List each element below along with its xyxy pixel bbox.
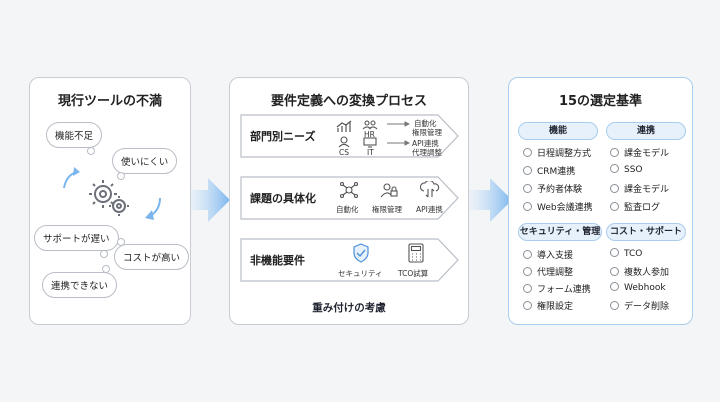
up-curve-arrow-icon (63, 167, 80, 189)
down-curve-arrow-icon (145, 197, 161, 220)
bubble-high-cost: コストが高い (114, 238, 190, 270)
criterion-item: 複数人参加 (610, 265, 669, 278)
item-automation: 自動化 (336, 205, 359, 214)
group-integration-header: 連携 (606, 122, 686, 140)
criterion-item: CRM連携 (523, 164, 575, 177)
automation-network-icon (340, 182, 358, 198)
row1-label: 部門別ニーズ (250, 130, 316, 143)
check-circle-icon (523, 166, 532, 175)
bubble-cannot-integrate: 連携できない (42, 265, 118, 298)
cloud-sync-icon (420, 181, 440, 198)
item-security: セキュリティ (338, 269, 383, 278)
check-circle-icon (610, 301, 619, 310)
criterion-item: SSO (610, 164, 643, 175)
group-security-header: セキュリティ・管理 (518, 223, 602, 241)
bubble-slow-support: サポートが遅い (34, 225, 119, 258)
criterion-item: TCO (610, 248, 642, 259)
row-problem-specification: 課題の具体化 自動化 権限管理 API連携 (240, 176, 460, 220)
user-lock-icon (380, 183, 398, 198)
panel3-title: 15の選定基準 (558, 94, 643, 109)
criterion-item: 課金モデル (610, 146, 669, 159)
output-permission: 権限管理 (412, 128, 442, 137)
flow-arrow-2 (456, 178, 512, 222)
row-non-functional: 非機能要件 セキュリティ TCO試算 (240, 238, 460, 282)
requirements-conversion-panel: 要件定義への変換プロセス 部門別ニーズ HR CS IT 自動化 (229, 77, 469, 325)
bubble-hard-to-use: 使いにくい (112, 148, 178, 180)
dept-it: IT (367, 148, 374, 157)
check-circle-icon (610, 184, 619, 193)
output-proxy: 代理調整 (412, 148, 442, 157)
criterion-item: 予約者体験 (523, 182, 582, 195)
check-circle-icon (610, 267, 619, 276)
headset-person-icon (338, 136, 350, 148)
criterion-item: Webhook (610, 282, 666, 293)
shield-check-icon (353, 243, 369, 263)
dept-cs: CS (339, 148, 349, 157)
check-circle-icon (523, 267, 532, 276)
check-circle-icon (523, 148, 532, 157)
criterion-item: データ削除 (610, 299, 669, 312)
bubble-lack-of-features: 機能不足 (46, 122, 103, 155)
check-circle-icon (610, 282, 619, 291)
criterion-item: 監査ログ (610, 200, 660, 213)
output-api: API連携 (412, 139, 439, 148)
item-tco: TCO試算 (398, 269, 429, 278)
users-icon (362, 120, 378, 130)
row2-label: 課題の具体化 (250, 192, 316, 205)
check-circle-icon (610, 148, 619, 157)
row3-label: 非機能要件 (250, 254, 305, 267)
check-circle-icon (523, 202, 532, 211)
criterion-item: 日程調整方式 (523, 146, 591, 159)
calculator-icon (408, 243, 424, 263)
check-circle-icon (610, 164, 619, 173)
dept-hr: HR (364, 130, 375, 139)
check-circle-icon (523, 301, 532, 310)
output-automation: 自動化 (414, 119, 437, 128)
item-api: API連携 (416, 205, 443, 214)
criterion-item: 代理調整 (523, 265, 573, 278)
row-department-needs: 部門別ニーズ HR CS IT 自動化 権限管理 API連携 代理調整 (240, 114, 460, 158)
gears-icon (89, 180, 129, 216)
criterion-item: 権限設定 (523, 299, 573, 312)
check-circle-icon (523, 250, 532, 259)
check-circle-icon (523, 284, 532, 293)
weighting-note: 重み付けの考慮 (312, 302, 386, 314)
group-cost-header: コスト・サポート (606, 223, 686, 241)
criterion-item: 課金モデル (610, 182, 669, 195)
flow-arrow-1 (176, 178, 230, 222)
criterion-item: フォーム連携 (523, 282, 591, 295)
mapping-arrows-icon (387, 121, 410, 146)
criterion-item: Web会議連携 (523, 200, 593, 213)
item-permission: 権限管理 (372, 205, 402, 214)
growth-chart-icon (336, 120, 352, 132)
panel2-title: 要件定義への変換プロセス (270, 94, 427, 109)
check-circle-icon (610, 248, 619, 257)
criterion-item: 導入支援 (523, 248, 573, 261)
selection-criteria-panel: 15の選定基準 機能 連携 セキュリティ・管理 コスト・サポート 日程調整方式 … (508, 77, 693, 325)
monitor-icon (363, 137, 377, 148)
panel1-title: 現行ツールの不満 (57, 94, 162, 109)
check-circle-icon (610, 202, 619, 211)
group-function-header: 機能 (518, 122, 598, 140)
check-circle-icon (523, 184, 532, 193)
current-tool-dissatisfaction-panel: 現行ツールの不満 機能不足 使いにくい サポートが遅い コストが高い 連携できな… (29, 77, 191, 325)
